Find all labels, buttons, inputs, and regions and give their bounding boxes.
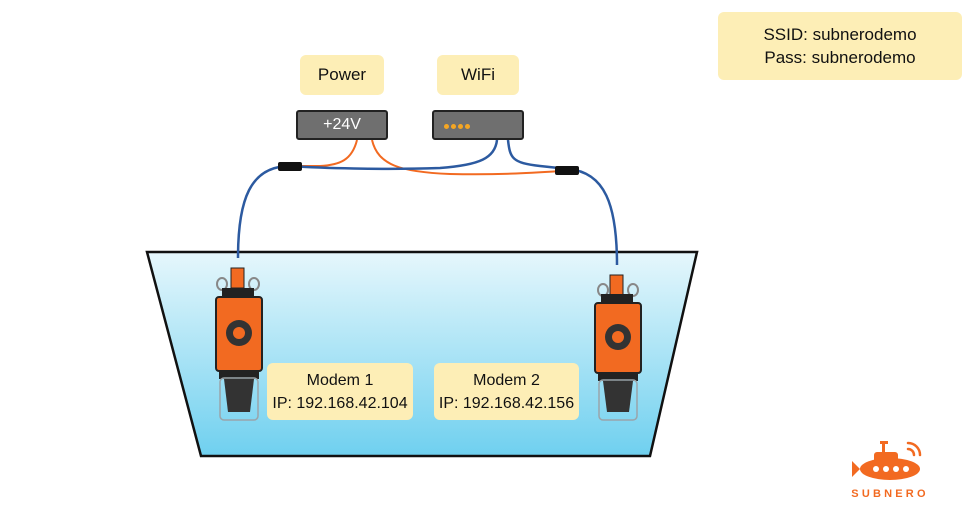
cable-joiner-right: [555, 166, 579, 175]
modem-2-device: [594, 274, 642, 421]
modem-1-ip: IP: 192.168.42.104: [272, 394, 408, 412]
data-cable-right: [506, 139, 619, 266]
cable-joiner-left: [278, 162, 302, 171]
modem-2-ip: IP: 192.168.42.156: [438, 394, 575, 412]
modem-1-device: [215, 267, 263, 421]
modem-2-label: Modem 2 IP: 192.168.42.156: [434, 363, 579, 420]
modem-1-name: Modem 1: [306, 371, 374, 389]
router-status-leds: [444, 124, 470, 129]
modem-1-label: Modem 1 IP: 192.168.42.104: [267, 363, 413, 420]
subnero-logo-text: SUBNERO: [851, 488, 929, 500]
power-label: Power: [300, 55, 384, 95]
modem-2-name: Modem 2: [473, 371, 540, 389]
power-cable-right: [371, 139, 563, 176]
wifi-label: WiFi: [437, 55, 519, 95]
power-cable-left: [300, 139, 358, 167]
wifi-router: [432, 110, 524, 140]
password-text: Pass: subnerodemo: [764, 48, 916, 67]
data-cable-left: [236, 139, 499, 259]
ssid-text: SSID: subnerodemo: [763, 25, 917, 44]
power-supply: +24V: [296, 110, 388, 140]
power-supply-voltage: +24V: [323, 116, 361, 133]
subnero-logo: SUBNERO: [838, 435, 942, 507]
submarine-icon: [852, 441, 922, 480]
wifi-credentials-box: SSID: subnerodemo Pass: subnerodemo: [718, 12, 962, 80]
